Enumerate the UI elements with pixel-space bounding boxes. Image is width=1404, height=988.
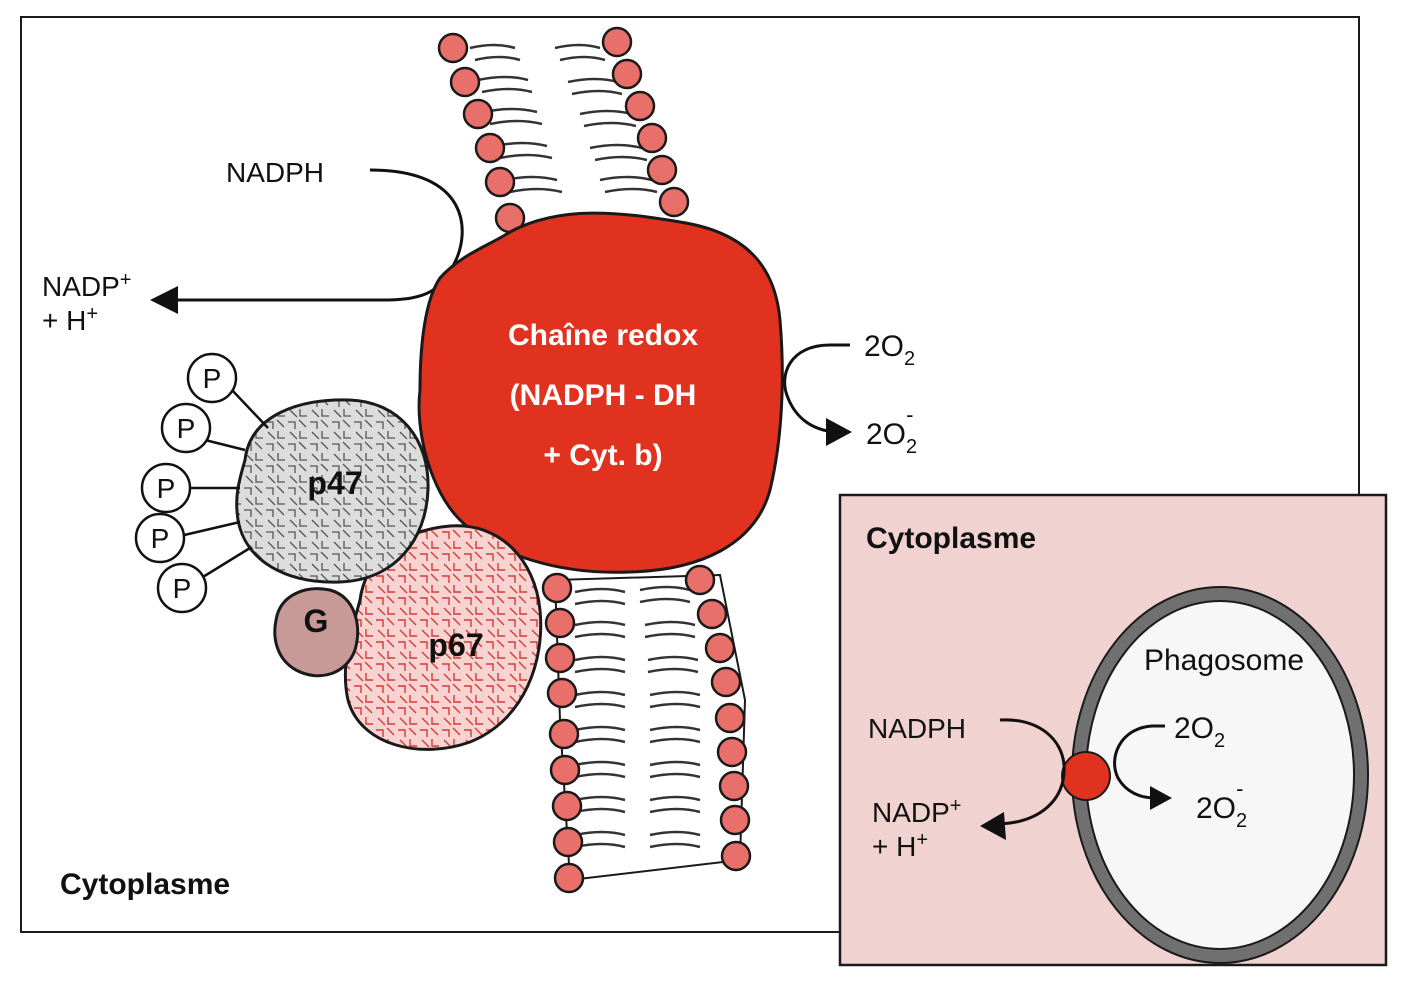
p47-label: p47 (307, 465, 362, 501)
p67-label: p67 (428, 627, 483, 663)
phosphate-label: P (203, 363, 222, 394)
inset-nadph-label: NADPH (868, 713, 966, 744)
inset-proton-label: + H+ (872, 829, 928, 862)
phosphate-circle (160, 402, 212, 454)
lower-membrane (541, 564, 752, 894)
phosphate-label: P (157, 473, 176, 504)
p67-subunit (343, 524, 543, 751)
inset-cytoplasm-label: Cytoplasme (866, 522, 1036, 555)
inset-oxygen-in-label: 2O2 (1174, 712, 1225, 752)
inset-nadph-arrow (999, 718, 1066, 826)
p47-subunit (235, 398, 430, 584)
phosphate-circle (186, 352, 238, 404)
redox-chain-enzyme (417, 211, 784, 574)
phosphate-circle (156, 562, 208, 614)
phosphate-label: P (177, 413, 196, 444)
superoxide-out-label: 2O2- (866, 402, 917, 458)
phosphate-groups: P P P P P (134, 352, 269, 614)
o2-arrow (783, 343, 850, 434)
inset-o2-arrowhead (1150, 786, 1172, 810)
phosphate-circle (134, 512, 186, 564)
inset-o2-arrow (1113, 724, 1165, 800)
inset-panel: Cytoplasme Phagosome NADPH NADP+ + H+ 2O… (838, 493, 1388, 967)
phosphate-circle (140, 462, 192, 514)
enzyme-label-line2: (NADPH - DH (510, 379, 697, 412)
phosphate-label: P (173, 573, 192, 604)
cytoplasm-label: Cytoplasme (60, 868, 230, 901)
inset-nadp-label: NADP+ (872, 795, 961, 828)
inset-oxidase-dot (1061, 751, 1111, 801)
phosphate-label: P (151, 523, 170, 554)
nadph-arrowhead (150, 286, 178, 314)
o2-arrowhead (826, 418, 852, 446)
enzyme-label-line3: + Cyt. b) (543, 439, 662, 472)
enzyme-label-line1: Chaîne redox (508, 319, 698, 352)
inset-superoxide-label: 2O2- (1196, 776, 1247, 832)
inset-nadph-arrowhead (980, 812, 1006, 840)
nadp-label: NADP+ (42, 269, 131, 302)
g-protein (273, 587, 360, 678)
nadph-label: NADPH (226, 157, 324, 188)
g-protein-label: G (304, 603, 329, 639)
nadph-arrow (175, 168, 464, 302)
proton-label: + H+ (42, 303, 98, 336)
oxygen-in-label: 2O2 (864, 330, 915, 370)
upper-membrane (437, 26, 690, 234)
phagosome-label: Phagosome (1144, 644, 1304, 677)
